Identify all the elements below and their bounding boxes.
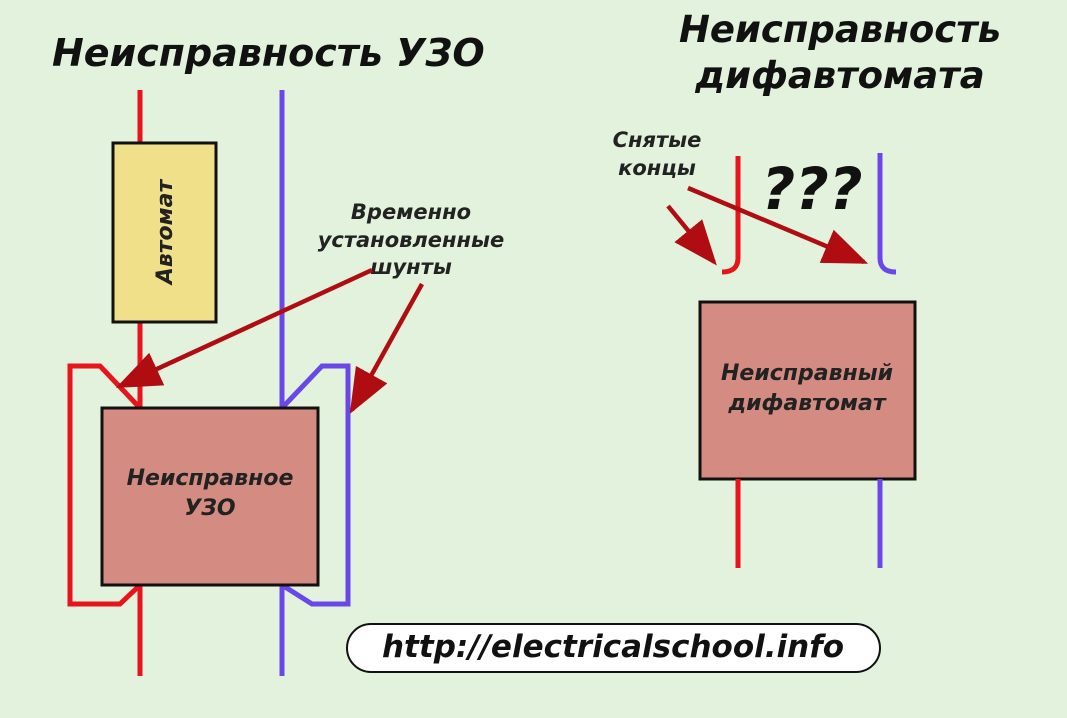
removed-neutral-end [877,153,897,275]
title-left: Неисправность УЗО [52,31,485,75]
rcd-label-line2: УЗО [184,496,235,521]
neutral-shunt [280,363,351,607]
arrow-to-neutral-shunt [349,282,424,414]
arrow-to-neutral-end [687,185,869,265]
breaker-box [111,141,218,324]
arrow-to-phase-end [666,204,717,266]
removed-ends-label-line1: Снятые [613,128,702,152]
rcd-label-line1: Неисправное [127,466,294,491]
title-right-line1: Неисправность [679,8,1001,51]
rcbo-box [698,300,917,481]
rcd-box [100,406,320,587]
breaker-label: Автомат [153,179,178,287]
url-pill [346,623,881,673]
arrow-to-phase-shunt [115,267,373,389]
rcbo-label-line2: дифавтомат [727,391,886,416]
removed-phase-end [721,156,741,275]
removed-ends-label-line2: концы [618,156,696,180]
rcbo-label-line1: Неисправный [721,361,893,386]
title-right-line2: дифавтомата [694,54,984,97]
url-text[interactable]: http://electricalschool.info [382,629,844,665]
shunts-label-line3: шунты [370,255,452,279]
question-marks: ??? [762,155,863,223]
phase-shunt [67,363,142,607]
shunts-label-line2: установленные [318,228,505,252]
shunts-label-line1: Временно [351,200,471,224]
